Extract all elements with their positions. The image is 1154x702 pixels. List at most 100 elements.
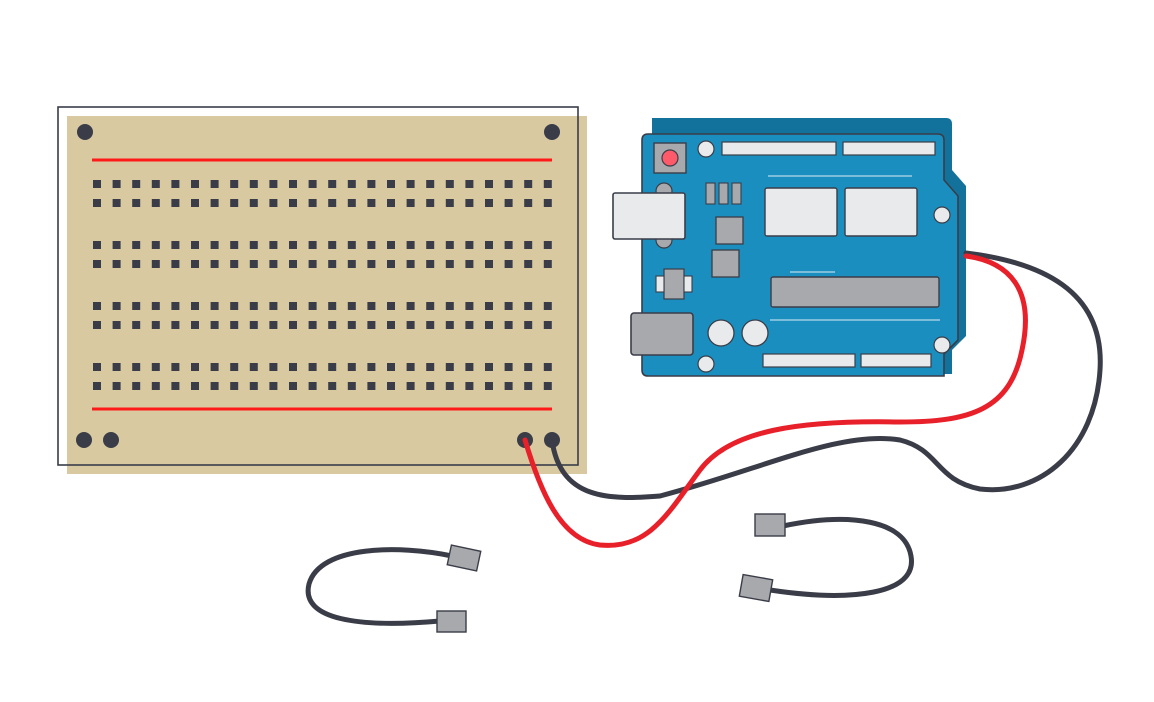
breadboard-hole[interactable]	[230, 199, 239, 207]
breadboard-hole[interactable]	[151, 241, 160, 249]
breadboard-hole[interactable]	[249, 260, 258, 268]
breadboard-hole[interactable]	[426, 382, 435, 390]
breadboard-hole[interactable]	[465, 260, 474, 268]
breadboard-hole[interactable]	[93, 382, 101, 390]
breadboard-hole[interactable]	[230, 260, 239, 268]
breadboard-hole[interactable]	[504, 321, 513, 329]
breadboard-hole[interactable]	[132, 241, 141, 249]
breadboard-hole[interactable]	[289, 180, 297, 188]
breadboard-hole[interactable]	[249, 363, 258, 371]
breadboard-hole[interactable]	[543, 302, 552, 310]
breadboard-hole[interactable]	[112, 180, 121, 188]
breadboard-hole[interactable]	[210, 382, 219, 390]
breadboard-hole[interactable]	[367, 241, 376, 249]
breadboard-hole[interactable]	[112, 302, 121, 310]
breadboard-hole[interactable]	[210, 302, 219, 310]
breadboard-hole[interactable]	[387, 382, 395, 390]
breadboard-hole[interactable]	[445, 260, 454, 268]
breadboard-hole[interactable]	[524, 180, 533, 188]
breadboard-hole[interactable]	[171, 199, 180, 207]
breadboard-hole[interactable]	[112, 199, 121, 207]
breadboard-hole[interactable]	[328, 180, 337, 188]
breadboard-hole[interactable]	[465, 363, 474, 371]
breadboard-hole[interactable]	[191, 363, 199, 371]
breadboard-hole[interactable]	[426, 321, 435, 329]
breadboard-hole[interactable]	[465, 382, 474, 390]
breadboard-hole[interactable]	[171, 363, 180, 371]
breadboard-hole[interactable]	[191, 382, 199, 390]
breadboard-hole[interactable]	[191, 199, 199, 207]
breadboard-hole[interactable]	[171, 180, 180, 188]
breadboard-hole[interactable]	[347, 382, 356, 390]
breadboard-hole[interactable]	[387, 321, 395, 329]
breadboard-hole[interactable]	[112, 363, 121, 371]
breadboard-hole[interactable]	[308, 321, 317, 329]
breadboard-hole[interactable]	[308, 260, 317, 268]
breadboard-hole[interactable]	[151, 199, 160, 207]
breadboard-hole[interactable]	[112, 321, 121, 329]
breadboard-hole[interactable]	[524, 363, 533, 371]
loose-jumper-right[interactable]	[767, 517, 914, 598]
breadboard-hole[interactable]	[210, 260, 219, 268]
breadboard-hole[interactable]	[151, 321, 160, 329]
breadboard-hole[interactable]	[347, 363, 356, 371]
breadboard-hole[interactable]	[328, 302, 337, 310]
breadboard-hole[interactable]	[269, 260, 278, 268]
breadboard-hole[interactable]	[524, 199, 533, 207]
breadboard-hole[interactable]	[112, 382, 121, 390]
breadboard-hole[interactable]	[249, 199, 258, 207]
breadboard-hole[interactable]	[465, 321, 474, 329]
breadboard-hole[interactable]	[445, 180, 454, 188]
breadboard-hole[interactable]	[308, 180, 317, 188]
breadboard-hole[interactable]	[543, 260, 552, 268]
breadboard-hole[interactable]	[249, 180, 258, 188]
breadboard-hole[interactable]	[308, 302, 317, 310]
breadboard-hole[interactable]	[191, 260, 199, 268]
reset-button-cap[interactable]	[661, 149, 679, 167]
breadboard-hole[interactable]	[406, 241, 415, 249]
connector-plug[interactable]	[446, 544, 482, 572]
breadboard-hole[interactable]	[269, 241, 278, 249]
breadboard-hole[interactable]	[210, 199, 219, 207]
breadboard-hole[interactable]	[406, 180, 415, 188]
breadboard-hole[interactable]	[524, 260, 533, 268]
breadboard-hole[interactable]	[132, 382, 141, 390]
breadboard-hole[interactable]	[289, 363, 297, 371]
breadboard-hole[interactable]	[485, 199, 493, 207]
breadboard-hole[interactable]	[406, 302, 415, 310]
breadboard-hole[interactable]	[249, 321, 258, 329]
breadboard-hole[interactable]	[269, 302, 278, 310]
breadboard-hole[interactable]	[543, 199, 552, 207]
breadboard-hole[interactable]	[289, 260, 297, 268]
breadboard-hole[interactable]	[426, 363, 435, 371]
breadboard-hole[interactable]	[269, 321, 278, 329]
breadboard-hole[interactable]	[210, 180, 219, 188]
breadboard-hole[interactable]	[387, 180, 395, 188]
breadboard-hole[interactable]	[347, 199, 356, 207]
breadboard-hole[interactable]	[426, 260, 435, 268]
breadboard-hole[interactable]	[112, 241, 121, 249]
breadboard-hole[interactable]	[485, 363, 493, 371]
breadboard-hole[interactable]	[308, 363, 317, 371]
breadboard-hole[interactable]	[504, 382, 513, 390]
breadboard-hole[interactable]	[191, 321, 199, 329]
breadboard-hole[interactable]	[269, 199, 278, 207]
breadboard-hole[interactable]	[171, 382, 180, 390]
breadboard-hole[interactable]	[504, 199, 513, 207]
breadboard-hole[interactable]	[406, 199, 415, 207]
breadboard-hole[interactable]	[543, 382, 552, 390]
breadboard-hole[interactable]	[406, 363, 415, 371]
breadboard-hole[interactable]	[289, 321, 297, 329]
breadboard-hole[interactable]	[426, 199, 435, 207]
breadboard-hole[interactable]	[465, 241, 474, 249]
dc-jack-icon[interactable]	[630, 312, 694, 356]
breadboard-hole[interactable]	[445, 382, 454, 390]
breadboard-hole[interactable]	[93, 199, 101, 207]
breadboard-hole[interactable]	[504, 241, 513, 249]
breadboard-hole[interactable]	[171, 241, 180, 249]
breadboard-hole[interactable]	[210, 241, 219, 249]
breadboard-hole[interactable]	[543, 363, 552, 371]
connector-plug[interactable]	[738, 573, 774, 603]
breadboard-hole[interactable]	[524, 241, 533, 249]
dark-jumper[interactable]	[549, 250, 1103, 500]
